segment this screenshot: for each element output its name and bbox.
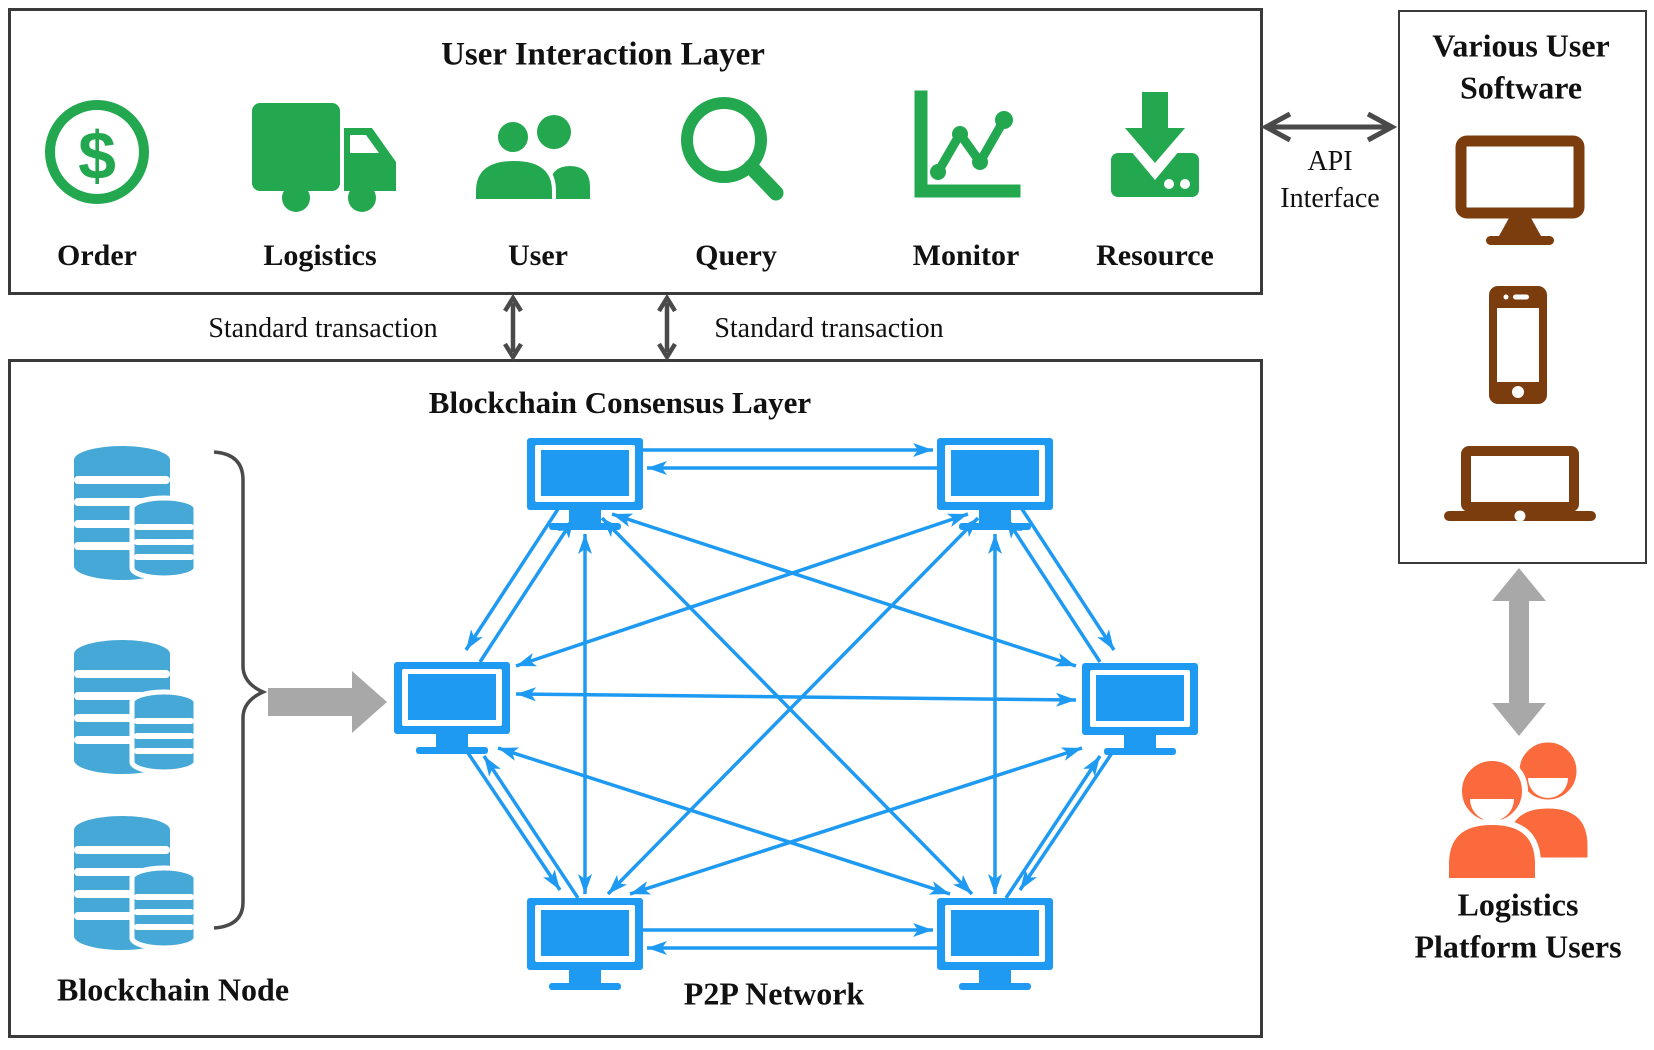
smartphone-icon [1489, 286, 1547, 404]
module-label-logistics: Logistics [263, 239, 377, 272]
blockchain-consensus-layer-title: Blockchain Consensus Layer [428, 385, 812, 420]
api-interface-label-line2: Interface [1280, 183, 1380, 214]
standard-transaction-label-left: Standard transaction [208, 313, 438, 344]
module-label-user: User [508, 239, 568, 272]
desktop-icon [1455, 135, 1585, 245]
database-icon [74, 640, 196, 774]
node-feed-arrow [268, 671, 387, 733]
blockchain-node-label: Blockchain Node [56, 971, 290, 1008]
logistics-platform-users-label-line1: Logistics [1457, 886, 1579, 923]
api-interface-label-line1: API [1307, 146, 1353, 177]
people-icon [472, 115, 594, 203]
standard-transaction-arrow-left [503, 293, 523, 362]
logistics-platform-users-label-line2: Platform Users [1414, 928, 1622, 965]
database-icon [74, 446, 196, 580]
user-interaction-layer-box [8, 8, 1263, 295]
p2p-network-label: P2P Network [683, 975, 865, 1012]
network-node-icon [527, 438, 643, 530]
network-node-icon [937, 438, 1053, 530]
standard-transaction-arrow-right [657, 293, 677, 362]
curly-brace [213, 450, 268, 930]
api-interface-arrow [1260, 111, 1398, 143]
database-icon [74, 816, 196, 950]
magnifier-icon [681, 97, 784, 201]
module-label-order: Order [57, 239, 137, 272]
software-users-arrow [1492, 568, 1546, 736]
platform-users-icon [1443, 737, 1593, 884]
various-user-software-title-line1: Various User [1432, 27, 1610, 64]
svg-text:$: $ [78, 118, 116, 194]
truck-icon [252, 103, 396, 212]
standard-transaction-label-right: Standard transaction [714, 313, 944, 344]
network-node-icon [394, 662, 510, 754]
module-label-query: Query [695, 239, 777, 272]
network-node-icon [527, 898, 643, 990]
module-label-monitor: Monitor [912, 239, 1020, 272]
laptop-icon [1444, 446, 1596, 522]
p2p-network-edges [464, 443, 1116, 955]
download-tray-icon [1111, 92, 1199, 197]
network-node-icon [937, 898, 1053, 990]
module-label-resource: Resource [1096, 239, 1214, 272]
dollar-circle-icon: $ [45, 100, 149, 204]
network-node-icon [1082, 663, 1198, 755]
various-user-software-title-line2: Software [1459, 69, 1583, 106]
line-chart-icon [914, 90, 1021, 198]
user-interaction-layer-title: User Interaction Layer [441, 36, 765, 73]
